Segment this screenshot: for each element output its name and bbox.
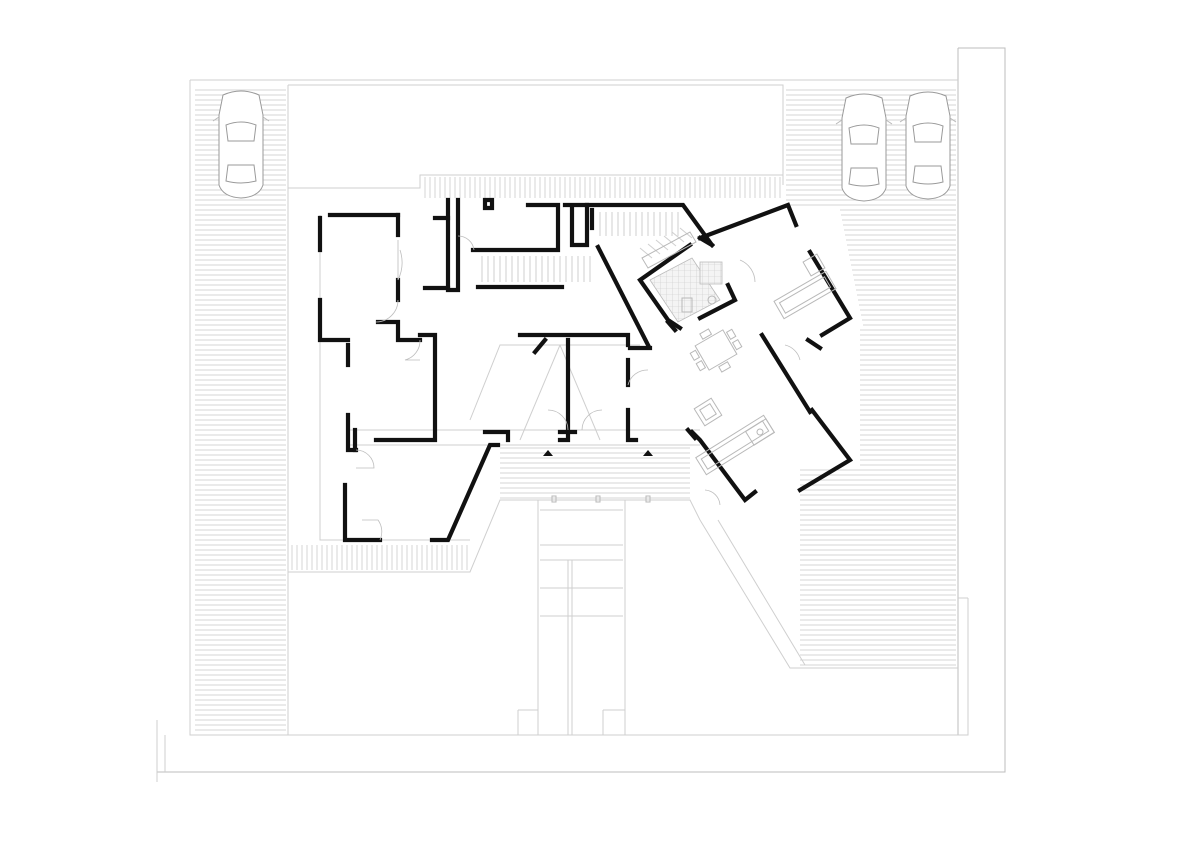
entrance-marker-2 xyxy=(643,450,653,456)
entrance-markers xyxy=(543,450,653,456)
car-east-1 xyxy=(835,93,893,202)
terrace-posts xyxy=(551,495,651,503)
terrace-north xyxy=(424,177,781,198)
lounge-sofa xyxy=(773,270,837,320)
stair-tread xyxy=(655,239,669,251)
door-swings xyxy=(355,235,801,541)
walls xyxy=(317,197,854,543)
lounge-chair xyxy=(802,253,826,277)
entry-path xyxy=(517,500,626,735)
armchair xyxy=(693,397,723,427)
stair-tread xyxy=(639,247,653,259)
dining-table xyxy=(689,328,743,373)
entrance-marker-1 xyxy=(543,450,553,456)
terrace-south xyxy=(500,447,690,499)
terrace-southwest xyxy=(291,545,468,570)
washbasin xyxy=(707,295,717,305)
car-west xyxy=(212,90,270,199)
furniture xyxy=(641,231,837,476)
site-boundary xyxy=(156,47,1006,782)
building-outline xyxy=(319,215,700,541)
staircase xyxy=(481,212,693,282)
bathtub xyxy=(681,297,693,313)
paving-southeast xyxy=(800,209,956,666)
stair-tread xyxy=(663,235,677,247)
stair-tread xyxy=(679,227,693,239)
stair-tread xyxy=(647,243,661,255)
garden-outlines xyxy=(287,84,958,735)
bathroom-floor-2 xyxy=(699,261,723,285)
coffee-table xyxy=(744,418,776,446)
kitchen-counter xyxy=(641,231,697,269)
stair-tread xyxy=(671,231,685,243)
car-east-2 xyxy=(899,91,957,200)
